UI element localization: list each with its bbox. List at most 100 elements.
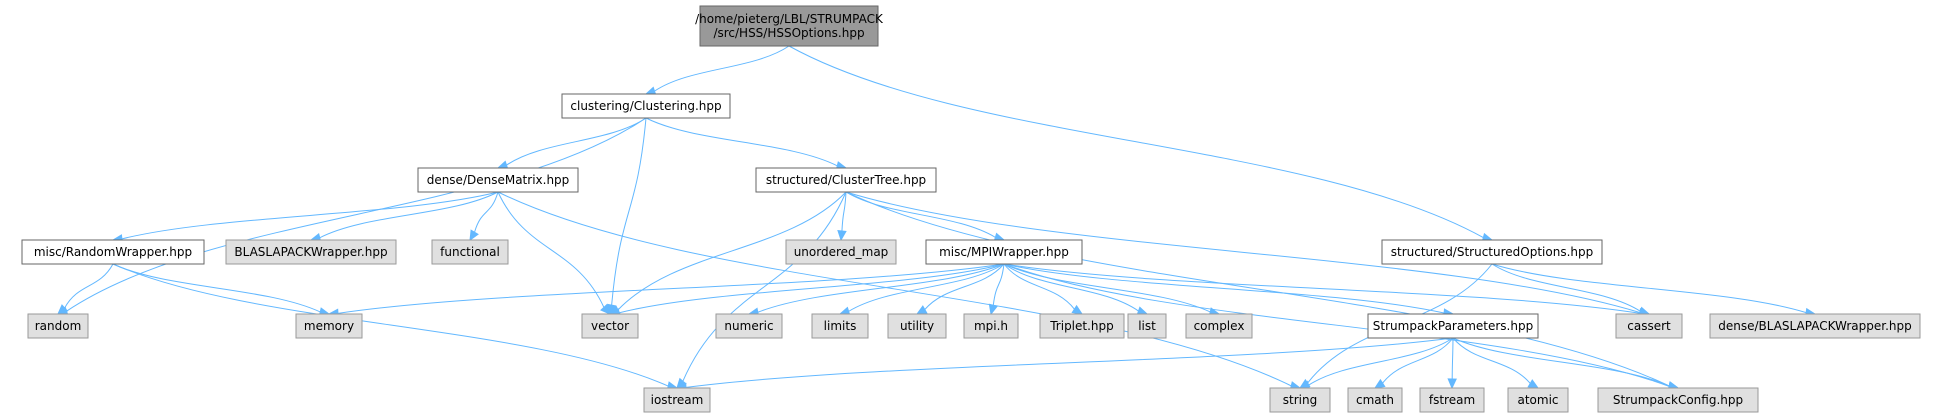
node-structuredoptions[interactable]: structured/StructuredOptions.hpp: [1381, 239, 1603, 265]
edge-line: [757, 263, 1005, 313]
node-box: [225, 239, 397, 265]
arrowhead-icon: [837, 230, 847, 242]
arrowhead-icon: [1373, 378, 1386, 389]
node-label: StrumpackParameters.hpp: [1373, 319, 1533, 333]
edge-line: [685, 337, 1454, 388]
node-box: [1597, 387, 1759, 413]
node-box: [431, 239, 509, 265]
edge-line: [1382, 337, 1454, 384]
edge-clustering-to-clustertree: [645, 117, 848, 171]
nodes-layer: /home/pieterg/LBL/STRUMPACK/src/HSS/HSSO…: [21, 5, 1921, 413]
node-densematrix[interactable]: dense/DenseMatrix.hpp: [417, 167, 579, 193]
edge-line: [617, 191, 847, 311]
node-randomwrapper[interactable]: misc/RandomWrapper.hpp: [21, 239, 205, 265]
edge-line: [474, 191, 499, 233]
edge-mpiwrapper-to-vector: [608, 263, 1005, 318]
node-complex: complex: [1185, 313, 1253, 339]
edge-line: [992, 263, 1005, 306]
node-clustering[interactable]: clustering/Clustering.hpp: [561, 93, 731, 119]
node-label: utility: [900, 319, 934, 333]
node-box: [1381, 239, 1603, 265]
node-label: limits: [824, 319, 857, 333]
node-label: structured/StructuredOptions.hpp: [1391, 245, 1594, 259]
arrowhead-icon: [600, 303, 611, 315]
node-box: [785, 239, 897, 265]
node-label: functional: [440, 245, 500, 259]
edge-line: [506, 117, 647, 166]
node-strumpackparameters[interactable]: StrumpackParameters.hpp: [1367, 313, 1539, 339]
node-box: [1185, 313, 1253, 339]
edges-layer: [56, 45, 1817, 393]
node-box: [963, 313, 1019, 339]
edge-line: [1003, 263, 1641, 314]
node-label: mpi.h: [974, 319, 1008, 333]
node-numeric: numeric: [715, 313, 783, 339]
node-label: unordered_map: [794, 245, 889, 259]
edge-line: [337, 263, 1005, 314]
edge-mpiwrapper-to-limits: [838, 263, 1005, 316]
node-limits: limits: [811, 313, 869, 339]
edge-densematrix-to-randomwrapper: [111, 191, 499, 244]
node-strumpackconfig: StrumpackConfig.hpp: [1597, 387, 1759, 413]
node-triplet: Triplet.hpp: [1039, 313, 1125, 339]
edge-line: [1451, 337, 1454, 380]
edge-line: [497, 191, 1292, 387]
node-fstream: fstream: [1419, 387, 1485, 413]
edge-line: [611, 117, 647, 306]
arrowhead-icon: [988, 303, 999, 316]
edge-line: [112, 263, 669, 387]
node-label: numeric: [724, 319, 773, 333]
node-label: atomic: [1517, 393, 1558, 407]
edge-strumpackparameters-to-strumpackconfig: [1452, 337, 1680, 391]
edge-clustertree-to-mpiwrapper: [845, 191, 1006, 242]
edge-line: [788, 45, 1484, 239]
edge-clustering-to-densematrix: [496, 117, 647, 170]
node-box: [715, 313, 783, 339]
edge-line: [618, 263, 1005, 314]
arrowhead-icon: [1071, 304, 1084, 315]
edge-line: [845, 191, 1670, 387]
edge-line: [1452, 337, 1670, 387]
edge-line: [1491, 263, 1807, 314]
node-box: [1615, 313, 1683, 339]
arrowhead-icon: [915, 305, 928, 315]
edge-strumpackparameters-to-cmath: [1373, 337, 1454, 389]
node-list: list: [1127, 313, 1167, 339]
edge-clustertree-to-unordered_map: [837, 191, 847, 242]
node-string: string: [1269, 387, 1331, 413]
node-functional: functional: [431, 239, 509, 265]
edge-line: [1003, 263, 1075, 310]
node-atomic: atomic: [1507, 387, 1569, 413]
node-box: [699, 5, 879, 47]
node-label: dense/BLASLAPACKWrapper.hpp: [1718, 319, 1911, 333]
edge-mpiwrapper-to-triplet: [1003, 263, 1084, 315]
node-label: fstream: [1429, 393, 1475, 407]
edge-line: [1491, 263, 1641, 312]
edge-densematrix-to-vector: [497, 191, 611, 315]
node-box: [1419, 387, 1485, 413]
node-cmath: cmath: [1347, 387, 1403, 413]
node-label: string: [1283, 393, 1317, 407]
node-box: [1507, 387, 1569, 413]
edge-line: [682, 191, 847, 382]
node-box: [811, 313, 869, 339]
edge-line: [497, 191, 605, 308]
arrowhead-icon: [57, 304, 69, 315]
edge-line: [1308, 337, 1454, 386]
node-label: iostream: [651, 393, 704, 407]
node-mpiwrapper[interactable]: misc/MPIWrapper.hpp: [925, 239, 1083, 265]
edge-line: [845, 191, 1641, 314]
node-label: vector: [591, 319, 629, 333]
node-root[interactable]: /home/pieterg/LBL/STRUMPACK/src/HSS/HSSO…: [695, 5, 884, 47]
edge-line: [1003, 263, 1670, 387]
node-mpih: mpi.h: [963, 313, 1019, 339]
node-box: [643, 387, 711, 413]
node-unordered_map: unordered_map: [785, 239, 897, 265]
node-label: misc/RandomWrapper.hpp: [34, 245, 192, 259]
node-vector: vector: [581, 313, 639, 339]
edge-line: [841, 191, 847, 232]
node-box: [1039, 313, 1125, 339]
node-denseblaslapack: dense/BLASLAPACKWrapper.hpp: [1709, 313, 1921, 339]
node-clustertree[interactable]: structured/ClusterTree.hpp: [755, 167, 937, 193]
node-memory: memory: [295, 313, 363, 339]
